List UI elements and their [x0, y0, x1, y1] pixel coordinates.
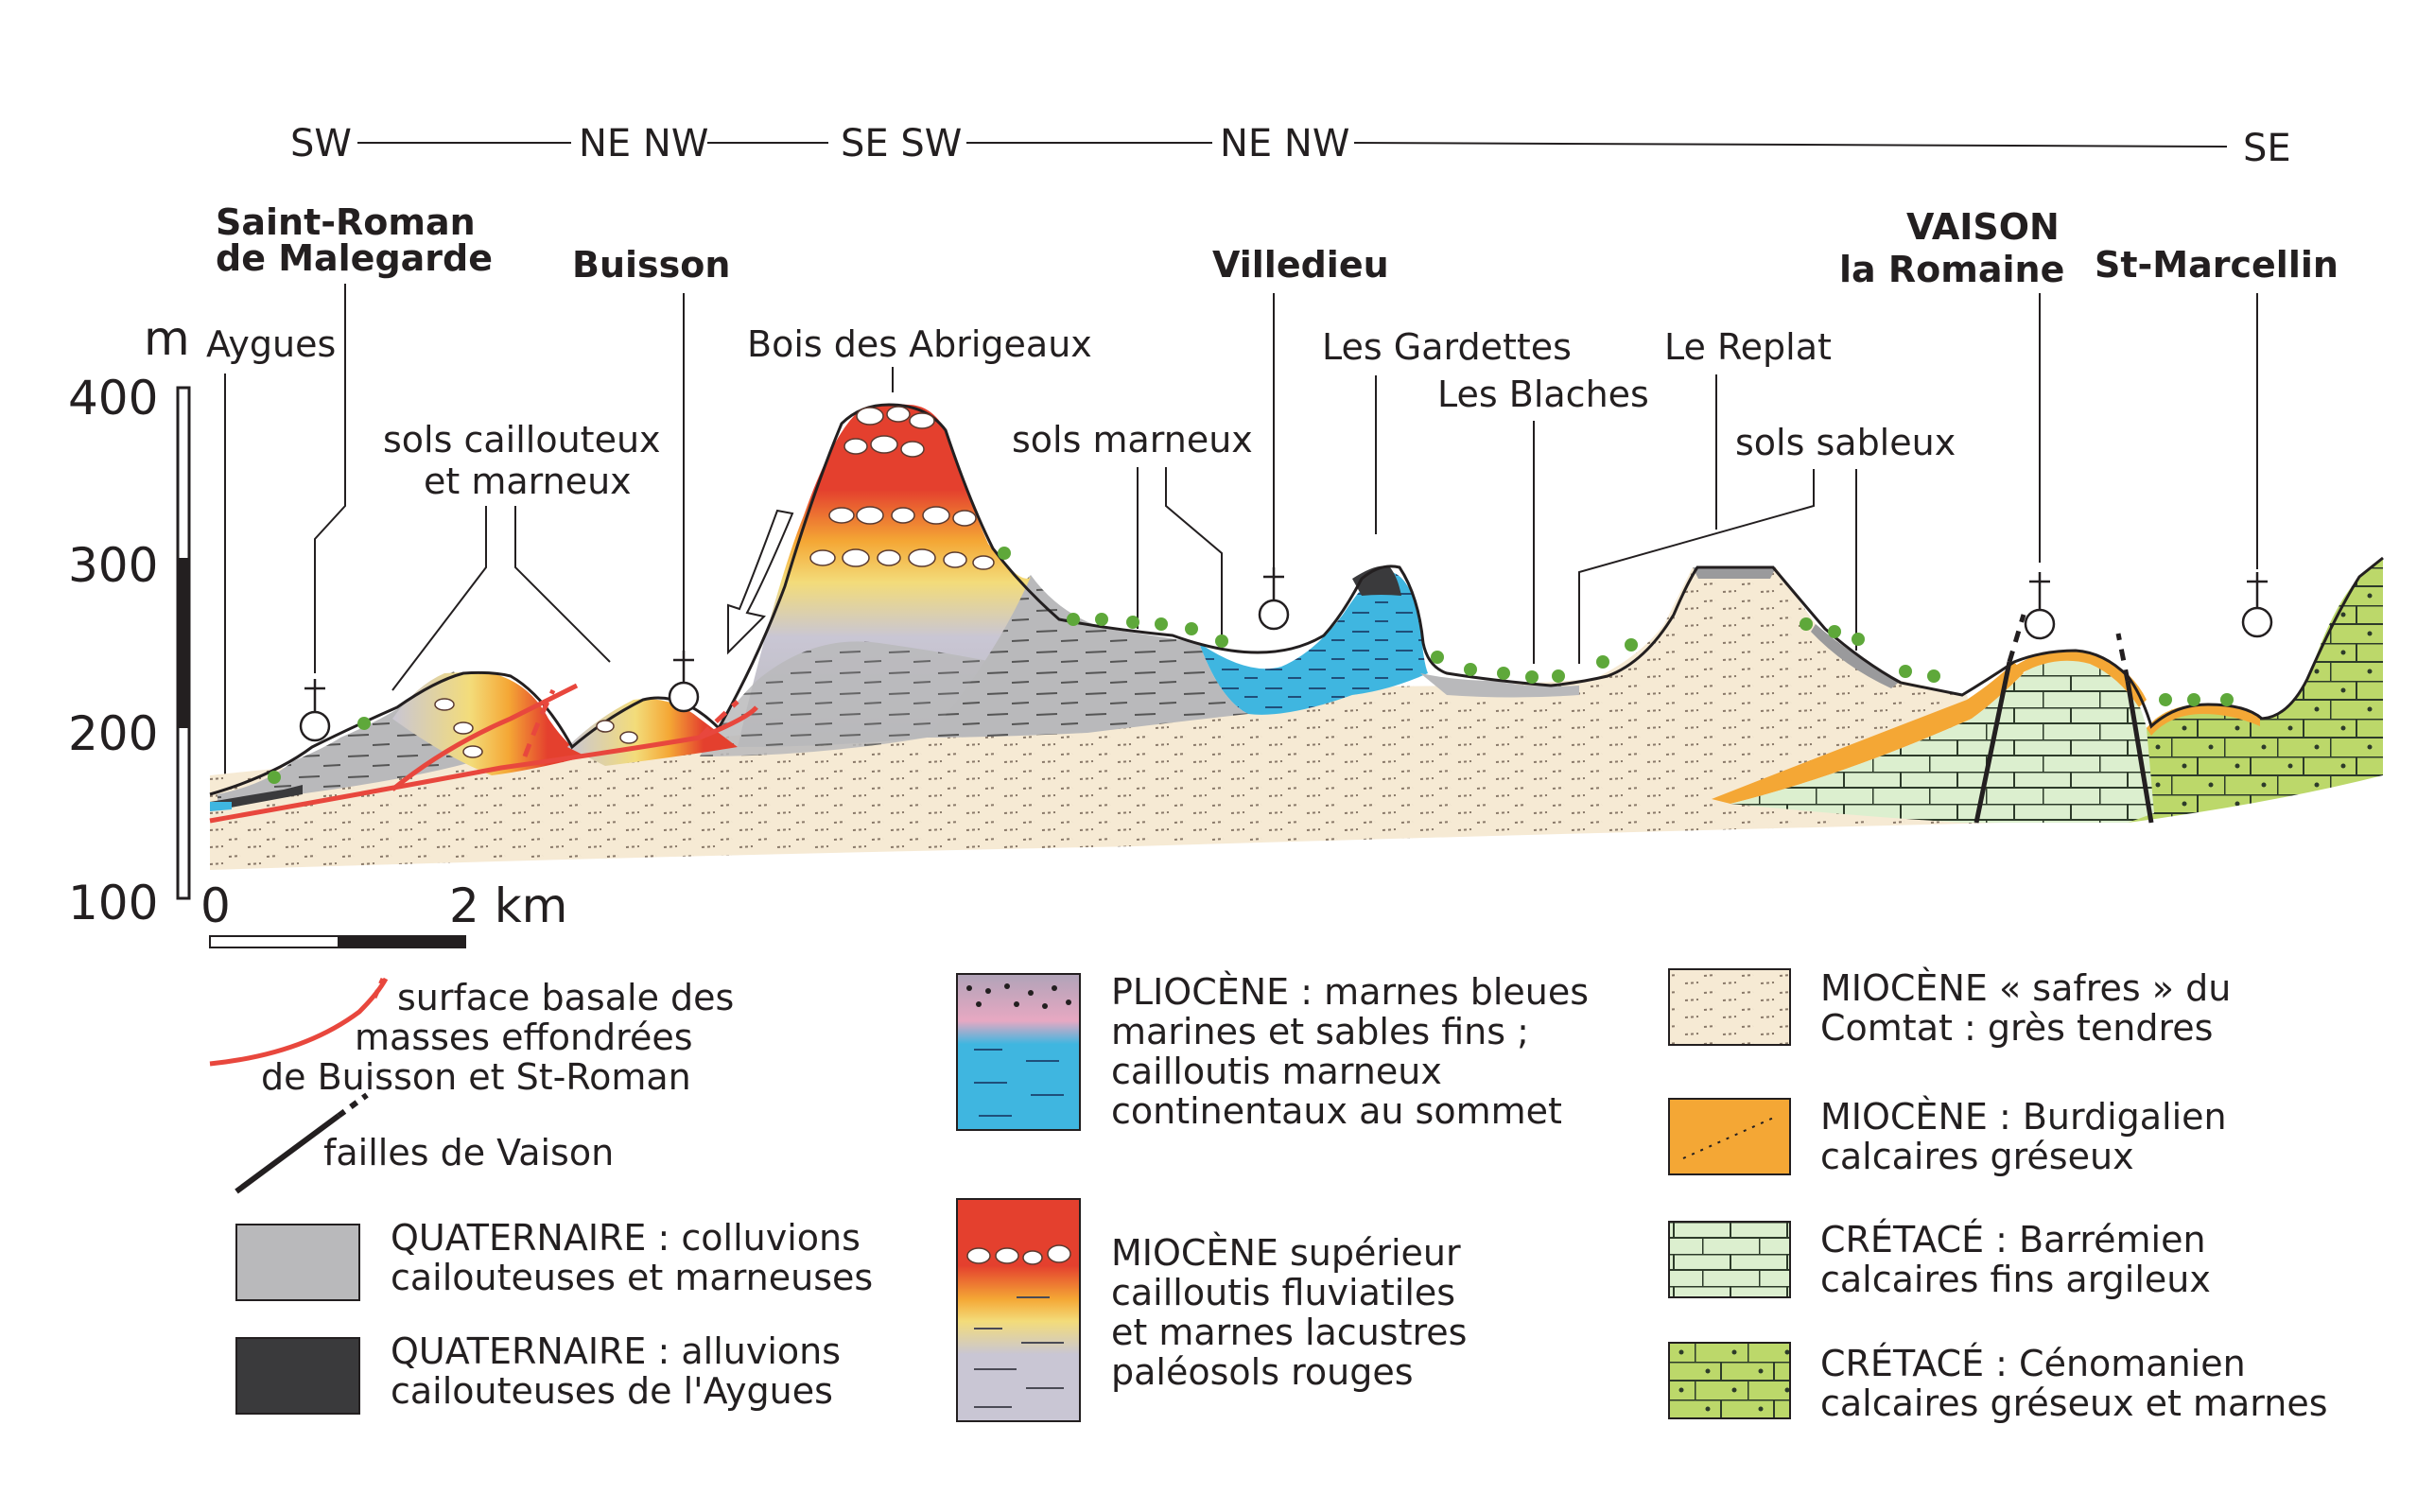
label-sols-sableux: sols sableux: [1735, 422, 1956, 463]
legend-alluvions-line2: cailouteuses de l'Aygues: [391, 1370, 833, 1412]
legend-burdigalien-line2: calcaires gréseux: [1820, 1136, 2134, 1177]
legend-cretace-cenomanien: CRÉTACÉ : Cénomanien calcaires gréseux e…: [1668, 1342, 2328, 1424]
legend-pliocene-line4: continentaux au sommet: [1111, 1090, 1562, 1132]
legend-pliocene-line3: cailloutis marneux: [1111, 1051, 1442, 1092]
town-saint-roman-line2: de Malegarde: [216, 237, 493, 279]
label-bois-des-abrigeaux: Bois des Abrigeaux: [747, 323, 1092, 365]
town-st-marcellin: St-Marcellin: [2095, 244, 2339, 286]
town-saint-roman-line1: Saint-Roman: [216, 201, 476, 243]
legend-cretace-barremien: CRÉTACÉ : Barrémien calcaires fins argil…: [1668, 1219, 2211, 1300]
swatch-safres: [1668, 968, 1791, 1046]
legend-faults: failles de Vaison: [235, 1092, 614, 1194]
label-sols-caillouteux-line1: sols caillouteux: [383, 419, 661, 461]
legend-safres-line2: Comtat : grès tendres: [1820, 1007, 2213, 1049]
town-buisson: Buisson: [572, 244, 730, 286]
legend-pliocene: PLIOCÈNE : marnes bleues marines et sabl…: [956, 971, 1589, 1132]
legend-cenomanien-line1: CRÉTACÉ : Cénomanien: [1820, 1343, 2246, 1384]
legend-quat-alluvions: QUATERNAIRE : alluvions cailouteuses de …: [235, 1330, 841, 1415]
scale-bar: 0 2 km: [200, 878, 567, 948]
legend-miocene-burdigalien: MIOCÈNE : Burdigalien calcaires gréseux: [1668, 1096, 2227, 1177]
legend-basal-surface: surface basale des masses effondrées de …: [209, 977, 734, 1098]
axis-tick-300: 300: [68, 538, 158, 593]
legend-pliocene-line2: marines et sables fins ;: [1111, 1011, 1529, 1052]
scale-zero: 0: [200, 878, 231, 933]
legend-colluvions-line2: cailouteuses et marneuses: [391, 1257, 873, 1298]
legend-barremien-line1: CRÉTACÉ : Barrémien: [1820, 1219, 2206, 1260]
legend-quat-colluvions: QUATERNAIRE : colluvions cailouteuses et…: [235, 1217, 873, 1301]
legend-colluvions-line1: QUATERNAIRE : colluvions: [391, 1217, 861, 1259]
legend-miocene-sup-line2: cailloutis fluviatiles: [1111, 1272, 1455, 1313]
direction-sw-1: SW: [290, 122, 352, 165]
legend-column-3: MIOCÈNE « safres » du Comtat : grès tend…: [1668, 967, 2328, 1424]
place-labels: Aygues Bois des Abrigeaux Les Gardettes …: [206, 323, 1956, 502]
legend-miocene-sup-line4: paléosols rouges: [1111, 1351, 1414, 1393]
label-les-gardettes: Les Gardettes: [1322, 326, 1572, 368]
leader-lines: [224, 284, 2258, 799]
axis-tick-400: 400: [68, 371, 158, 426]
legend-faults-label: failles de Vaison: [323, 1132, 614, 1173]
label-les-blaches: Les Blaches: [1437, 374, 1649, 415]
legend-column-2: PLIOCÈNE : marnes bleues marines et sabl…: [956, 971, 1589, 1422]
axis-unit-m: m: [144, 311, 190, 366]
swatch-miocene-sup: [956, 1198, 1081, 1422]
direction-ne-nw-1: NE NW: [579, 122, 708, 165]
legend-basal-line3: de Buisson et St-Roman: [261, 1056, 691, 1098]
legend-basal-line2: masses effondrées: [355, 1017, 693, 1058]
swatch-burdigalien: [1668, 1098, 1791, 1175]
altitude-axis: m 400 300 200 100: [68, 311, 191, 930]
axis-tick-100: 100: [68, 876, 158, 930]
label-sols-caillouteux-line2: et marneux: [424, 461, 632, 502]
legend-barremien-line2: calcaires fins argileux: [1820, 1259, 2211, 1300]
legend-miocene-sup: MIOCÈNE supérieur cailloutis fluviatiles…: [956, 1198, 1467, 1422]
town-vaison-line2: la Romaine: [1839, 249, 2064, 290]
legend-pliocene-line1: PLIOCÈNE : marnes bleues: [1111, 971, 1589, 1013]
legend-column-1: surface basale des masses effondrées de …: [209, 977, 873, 1415]
town-villedieu: Villedieu: [1212, 244, 1389, 286]
swatch-barremien: [1668, 1221, 1791, 1298]
town-vaison-line1: VAISON: [1906, 206, 2060, 248]
label-sols-marneux: sols marneux: [1012, 419, 1253, 461]
swatch-alluvions: [235, 1337, 360, 1415]
direction-ne-nw-2: NE NW: [1220, 122, 1349, 165]
legend-miocene-sup-line1: MIOCÈNE supérieur: [1111, 1232, 1461, 1274]
direction-se-sw: SE SW: [841, 122, 962, 165]
fault-symbol: [235, 1113, 340, 1194]
legend-cenomanien-line2: calcaires gréseux et marnes: [1820, 1382, 2328, 1424]
label-le-replat: Le Replat: [1664, 326, 1832, 368]
direction-se: SE: [2243, 127, 2291, 170]
legend-basal-line1: surface basale des: [397, 977, 734, 1018]
cross-section: [209, 403, 2384, 870]
axis-tick-200: 200: [68, 706, 158, 761]
swatch-cenomanien: [1668, 1342, 1791, 1419]
direction-bar: SW NE NW SE SW NE NW SE: [290, 122, 2291, 170]
legend-burdigalien-line1: MIOCÈNE : Burdigalien: [1820, 1096, 2227, 1138]
legend-miocene-sup-line3: et marnes lacustres: [1111, 1312, 1467, 1353]
legend-miocene-safres: MIOCÈNE « safres » du Comtat : grès tend…: [1668, 967, 2231, 1049]
town-labels: Saint-Roman de Malegarde Buisson Villedi…: [216, 201, 2339, 290]
scale-2km: 2 km: [449, 878, 567, 933]
legend-safres-line1: MIOCÈNE « safres » du: [1820, 967, 2231, 1009]
label-aygues: Aygues: [206, 323, 336, 365]
legend-alluvions-line1: QUATERNAIRE : alluvions: [391, 1330, 841, 1372]
swatch-pliocene: [956, 973, 1081, 1131]
swatch-colluvions: [235, 1224, 360, 1301]
